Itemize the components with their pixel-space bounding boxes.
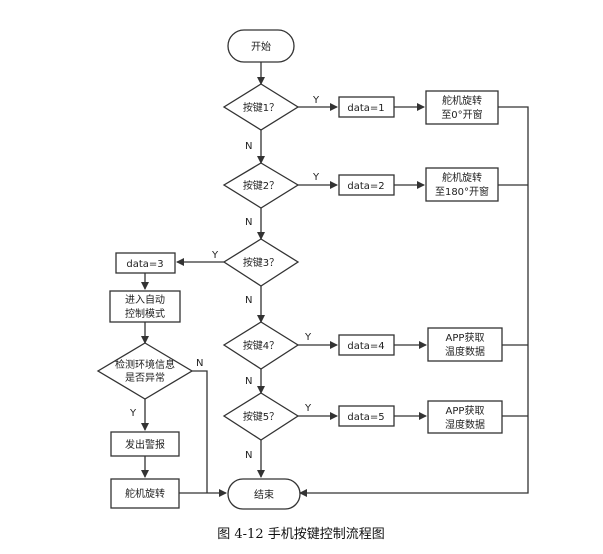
decision-key5: 按键5？ (222, 392, 300, 441)
decision-key3-label: 按键3？ (243, 256, 279, 269)
label-q1-no: N (245, 141, 252, 152)
edge-labels: Y N Y N Y N Y N Y N N Y (129, 95, 320, 461)
end-node: 结束 (227, 478, 301, 510)
servo-open-180-line2: 至180°开窗 (435, 185, 489, 198)
label-q5-yes: Y (304, 403, 312, 414)
decision-key4: 按键4？ (222, 321, 300, 370)
label-check-yes: Y (129, 408, 137, 419)
data3-box: data=3 (115, 252, 176, 274)
data4-box: data=4 (338, 334, 395, 356)
check-env-line1: 检测环境信息 (115, 358, 175, 371)
decision-key5-label: 按键5？ (243, 410, 279, 423)
decision-key2-label: 按键2？ (243, 179, 279, 192)
servo-box: 舵机旋转 (110, 478, 180, 509)
edge-right-bus (299, 106, 529, 497)
figure-caption: 图 4-12 手机按键控制流程图 (217, 527, 384, 542)
start-node: 开始 (227, 29, 295, 63)
end-label: 结束 (254, 488, 274, 501)
servo-label: 舵机旋转 (125, 487, 165, 500)
decision-key3: 按键3？ (222, 238, 300, 287)
data3-label: data=3 (126, 259, 163, 270)
label-q4-yes: Y (304, 332, 312, 343)
label-q3-no: N (245, 295, 252, 306)
label-q3-yes: Y (211, 250, 219, 261)
app-temp-line1: APP获取 (446, 332, 485, 344)
data2-box: data=2 (338, 174, 395, 196)
data1-label: data=1 (347, 103, 384, 114)
auto-mode-line2: 控制模式 (125, 307, 165, 320)
label-q2-no: N (245, 217, 252, 228)
servo-open-180-line1: 舵机旋转 (442, 171, 482, 184)
edge-check-no-end (192, 370, 208, 493)
alarm-box: 发出警报 (110, 431, 180, 457)
edges (141, 62, 529, 497)
servo-open-180-box: 舵机旋转 至180°开窗 (425, 167, 499, 202)
app-temp-line2: 温度数据 (445, 345, 485, 358)
label-q2-yes: Y (312, 172, 320, 183)
decision-key2: 按键2？ (222, 162, 300, 209)
servo-open-0-line2: 至0°开窗 (441, 108, 482, 121)
label-q1-yes: Y (312, 95, 320, 106)
start-label: 开始 (251, 40, 271, 53)
data4-label: data=4 (347, 341, 384, 352)
auto-mode-line1: 进入自动 (125, 293, 165, 306)
check-env-decision: 检测环境信息 是否异常 (96, 342, 194, 400)
data5-box: data=5 (338, 405, 395, 427)
check-env-line2: 是否异常 (125, 371, 165, 384)
data2-label: data=2 (347, 181, 384, 192)
decision-key4-label: 按键4？ (243, 339, 279, 352)
data5-label: data=5 (347, 412, 384, 423)
decision-key1: 按键1？ (222, 83, 300, 131)
data1-box: data=1 (338, 96, 395, 118)
app-humidity-line2: 湿度数据 (445, 418, 485, 431)
auto-mode-box: 进入自动 控制模式 (109, 290, 181, 323)
app-humidity-line1: APP获取 (446, 405, 485, 417)
servo-open-0-box: 舵机旋转 至0°开窗 (425, 90, 499, 125)
alarm-label: 发出警报 (125, 438, 165, 451)
app-humidity-box: APP获取 湿度数据 (427, 400, 503, 434)
decision-key1-label: 按键1？ (243, 101, 279, 114)
label-q4-no: N (245, 376, 252, 387)
label-check-no: N (196, 358, 203, 369)
servo-open-0-line1: 舵机旋转 (442, 94, 482, 107)
app-temp-box: APP获取 温度数据 (427, 327, 503, 362)
label-q5-no: N (245, 450, 252, 461)
